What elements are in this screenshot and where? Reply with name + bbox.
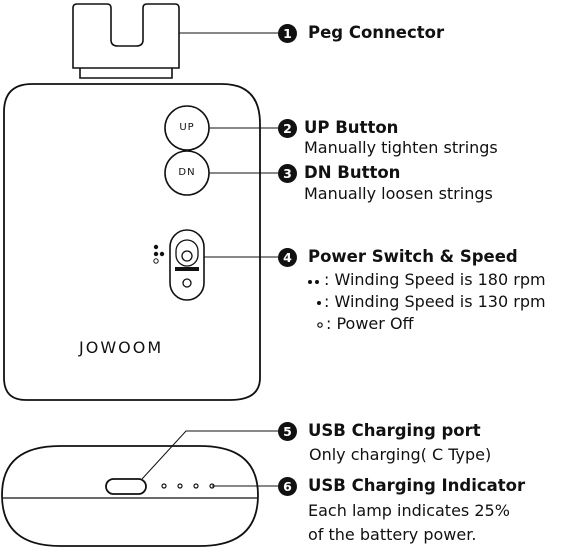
up-button-title: UP Button: [304, 118, 399, 137]
dn-button-label: DN: [178, 167, 196, 178]
usb-c-port: [105, 478, 147, 495]
speed-180-text: : Winding Speed is 180 rpm: [324, 270, 546, 289]
up-button-label: UP: [179, 122, 195, 133]
charging-indicator-title: USB Charging Indicator: [308, 476, 526, 495]
power-switch: [169, 229, 205, 301]
charging-indicator-lamps: [161, 483, 215, 489]
dn-button-title: DN Button: [304, 163, 401, 182]
callout-badge-5: 5: [278, 422, 297, 441]
usb-port-title: USB Charging port: [308, 421, 481, 440]
power-off-dot-icon: [317, 322, 323, 328]
callout-badge-1: 1: [278, 24, 297, 43]
callout-badge-4: 4: [278, 248, 297, 267]
power-off-text: : Power Off: [326, 314, 414, 333]
charging-indicator-line-1: Each lamp indicates 25%: [308, 501, 510, 520]
speed-130-text: : Winding Speed is 130 rpm: [324, 292, 546, 311]
leader-line-5: [141, 430, 278, 480]
dn-button-description: Manually loosen strings: [304, 184, 493, 203]
brand-logo: JOWOOM: [79, 338, 164, 357]
charging-indicator-line-2: of the battery power.: [308, 525, 477, 544]
callout-badge-2: 2: [278, 119, 297, 138]
callout-badge-6: 6: [278, 477, 297, 496]
power-switch-title: Power Switch & Speed: [308, 247, 518, 266]
fast-speed-dot-icon: [308, 280, 312, 284]
speed-dots-icon: [153, 244, 165, 264]
slow-speed-dot-icon: [317, 301, 321, 305]
up-button-description: Manually tighten strings: [304, 138, 498, 157]
device-bottom-view: [1, 445, 259, 547]
peg-connector: [72, 3, 180, 79]
peg-connector-title: Peg Connector: [308, 23, 445, 42]
device-body: [3, 83, 261, 401]
usb-port-description: Only charging( C Type): [309, 445, 492, 464]
callout-badge-3: 3: [278, 164, 297, 183]
